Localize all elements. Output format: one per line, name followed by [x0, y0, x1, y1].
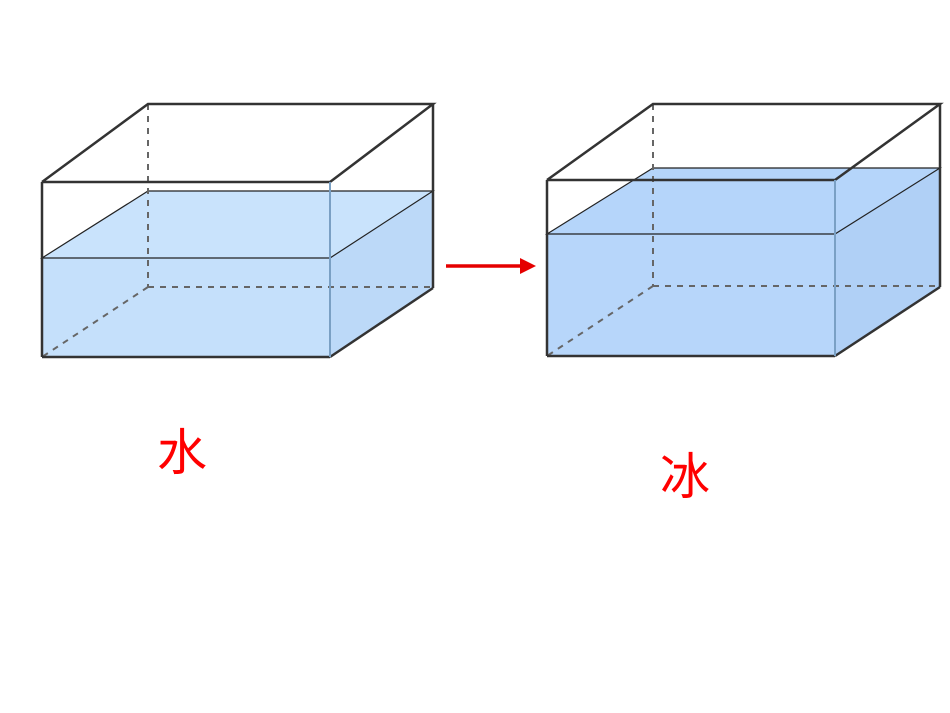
- ice-box-edges: [545, 102, 944, 358]
- water-box: [39, 102, 437, 359]
- ice-label: 冰: [660, 448, 710, 506]
- ice-box: [544, 102, 944, 358]
- ice-right-face: [835, 168, 940, 356]
- ice-front-face: [547, 234, 835, 356]
- water-front-face: [42, 258, 330, 357]
- water-label: 水: [157, 424, 207, 482]
- ice-box-hidden-edges: [546, 104, 940, 357]
- water-box-hidden-edges: [41, 104, 433, 358]
- water-box-edges: [40, 102, 437, 359]
- water-right-face: [330, 191, 433, 357]
- arrow-head-icon: [520, 258, 536, 274]
- transform-arrow: [446, 258, 536, 274]
